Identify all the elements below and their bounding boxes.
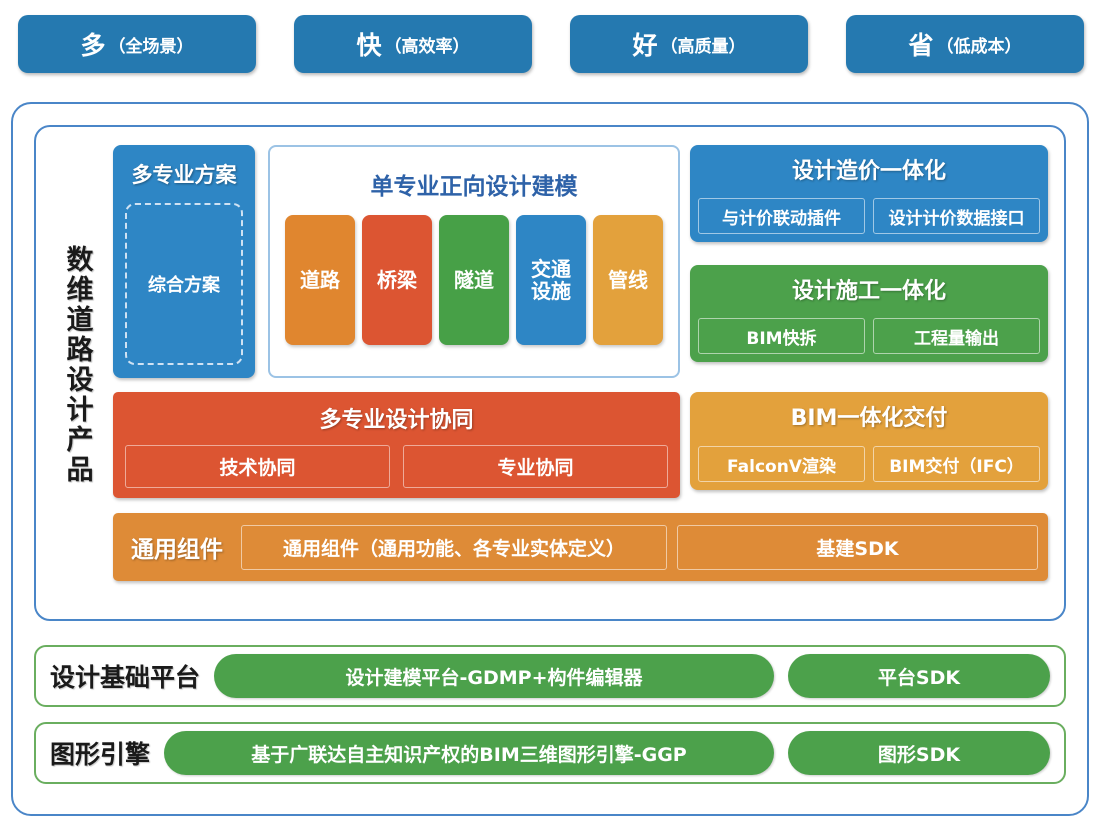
- common-components-label: 通用组件: [131, 537, 223, 563]
- discipline-card-traffic[interactable]: 交通设施: [516, 215, 586, 345]
- integration-block-design-cost-subs: 与计价联动插件 设计计价数据接口: [698, 198, 1040, 234]
- header-pill-0-big: 多: [80, 31, 107, 60]
- collaboration-subs: 技术协同 专业协同: [125, 445, 668, 488]
- scheme-card-title: 多专业方案: [131, 163, 237, 187]
- sub-discipline-collaboration[interactable]: 专业协同: [403, 445, 668, 488]
- integration-block-design-construction-title: 设计施工一体化: [791, 279, 946, 304]
- discipline-label-traffic: 交通设施: [531, 256, 571, 303]
- integration-block-bim-delivery-subs: FalconV渲染 BIM交付（IFC）: [698, 446, 1040, 482]
- common-components-bar[interactable]: 通用组件 通用组件（通用功能、各专业实体定义） 基建SDK: [113, 513, 1048, 581]
- platform-design-base-main[interactable]: 设计建模平台-GDMP+构件编辑器: [214, 654, 774, 698]
- sub-pricing-data-interface[interactable]: 设计计价数据接口: [873, 198, 1040, 234]
- sub-quantity-output[interactable]: 工程量输出: [873, 318, 1040, 354]
- header-pill-0[interactable]: 多 （全场景）: [18, 15, 256, 73]
- platform-row-design-base-label: 设计基础平台: [50, 663, 201, 692]
- discipline-label-bridge: 桥梁: [377, 267, 417, 292]
- header-pill-1-small: （高效率）: [384, 36, 470, 57]
- header-pill-0-small: （全场景）: [108, 36, 194, 57]
- sub-bim-quick-split[interactable]: BIM快拆: [698, 318, 865, 354]
- sub-falconv-render[interactable]: FalconV渲染: [698, 446, 865, 482]
- common-components-cell-main[interactable]: 通用组件（通用功能、各专业实体定义）: [241, 524, 667, 570]
- platform-row-graphics-engine: 图形引擎 基于广联达自主知识产权的BIM三维图形引擎-GGP 图形SDK: [34, 722, 1066, 784]
- platform-row-graphics-engine-label: 图形引擎: [50, 740, 151, 769]
- single-discipline-title: 单专业正向设计建模: [370, 174, 578, 200]
- header-pill-3-small: （低成本）: [936, 36, 1022, 57]
- discipline-row: 道路 桥梁 隧道 交通设施 管线: [285, 215, 663, 345]
- product-vertical-title: 数维道路设计产品: [61, 245, 93, 485]
- header-pill-1[interactable]: 快 （高效率）: [294, 15, 532, 73]
- header-pill-1-big: 快: [356, 31, 383, 60]
- discipline-label-tunnel: 隧道: [454, 267, 494, 292]
- discipline-card-tunnel[interactable]: 隧道: [439, 215, 509, 345]
- header-pill-row: 多 （全场景） 快 （高效率） 好 （高质量） 省 （低成本）: [0, 15, 1102, 77]
- discipline-card-road[interactable]: 道路: [285, 215, 355, 345]
- platform-graphics-engine-sdk[interactable]: 图形SDK: [788, 731, 1050, 775]
- multi-discipline-scheme-card[interactable]: 多专业方案 综合方案: [113, 145, 255, 378]
- integration-block-bim-delivery-title: BIM一体化交付: [790, 406, 948, 431]
- common-components-cell-sdk[interactable]: 基建SDK: [677, 524, 1038, 570]
- integration-block-design-construction[interactable]: 设计施工一体化 BIM快拆 工程量输出: [690, 265, 1048, 362]
- collaboration-title: 多专业设计协同: [319, 408, 474, 433]
- discipline-label-pipeline: 管线: [608, 267, 648, 292]
- sub-technical-collaboration[interactable]: 技术协同: [125, 445, 390, 488]
- scheme-card-inner: 综合方案: [125, 203, 243, 365]
- discipline-card-pipeline[interactable]: 管线: [593, 215, 663, 345]
- discipline-card-bridge[interactable]: 桥梁: [362, 215, 432, 345]
- integration-block-design-construction-subs: BIM快拆 工程量输出: [698, 318, 1040, 354]
- collaboration-block[interactable]: 多专业设计协同 技术协同 专业协同: [113, 392, 680, 498]
- integration-block-design-cost[interactable]: 设计造价一体化 与计价联动插件 设计计价数据接口: [690, 145, 1048, 242]
- sub-bim-delivery-ifc[interactable]: BIM交付（IFC）: [873, 446, 1040, 482]
- integration-block-bim-delivery[interactable]: BIM一体化交付 FalconV渲染 BIM交付（IFC）: [690, 392, 1048, 490]
- sub-pricing-plugin[interactable]: 与计价联动插件: [698, 198, 865, 234]
- integration-block-design-cost-title: 设计造价一体化: [791, 159, 946, 184]
- header-pill-2[interactable]: 好 （高质量）: [570, 15, 808, 73]
- platform-row-design-base: 设计基础平台 设计建模平台-GDMP+构件编辑器 平台SDK: [34, 645, 1066, 707]
- single-discipline-frame: 单专业正向设计建模 道路 桥梁 隧道 交通设施 管线: [268, 145, 680, 378]
- discipline-label-road: 道路: [300, 267, 340, 292]
- header-pill-2-big: 好: [632, 31, 659, 60]
- header-pill-2-small: （高质量）: [660, 36, 746, 57]
- header-pill-3-big: 省: [908, 31, 935, 60]
- platform-graphics-engine-main[interactable]: 基于广联达自主知识产权的BIM三维图形引擎-GGP: [164, 731, 774, 775]
- header-pill-3[interactable]: 省 （低成本）: [846, 15, 1084, 73]
- platform-design-base-sdk[interactable]: 平台SDK: [788, 654, 1050, 698]
